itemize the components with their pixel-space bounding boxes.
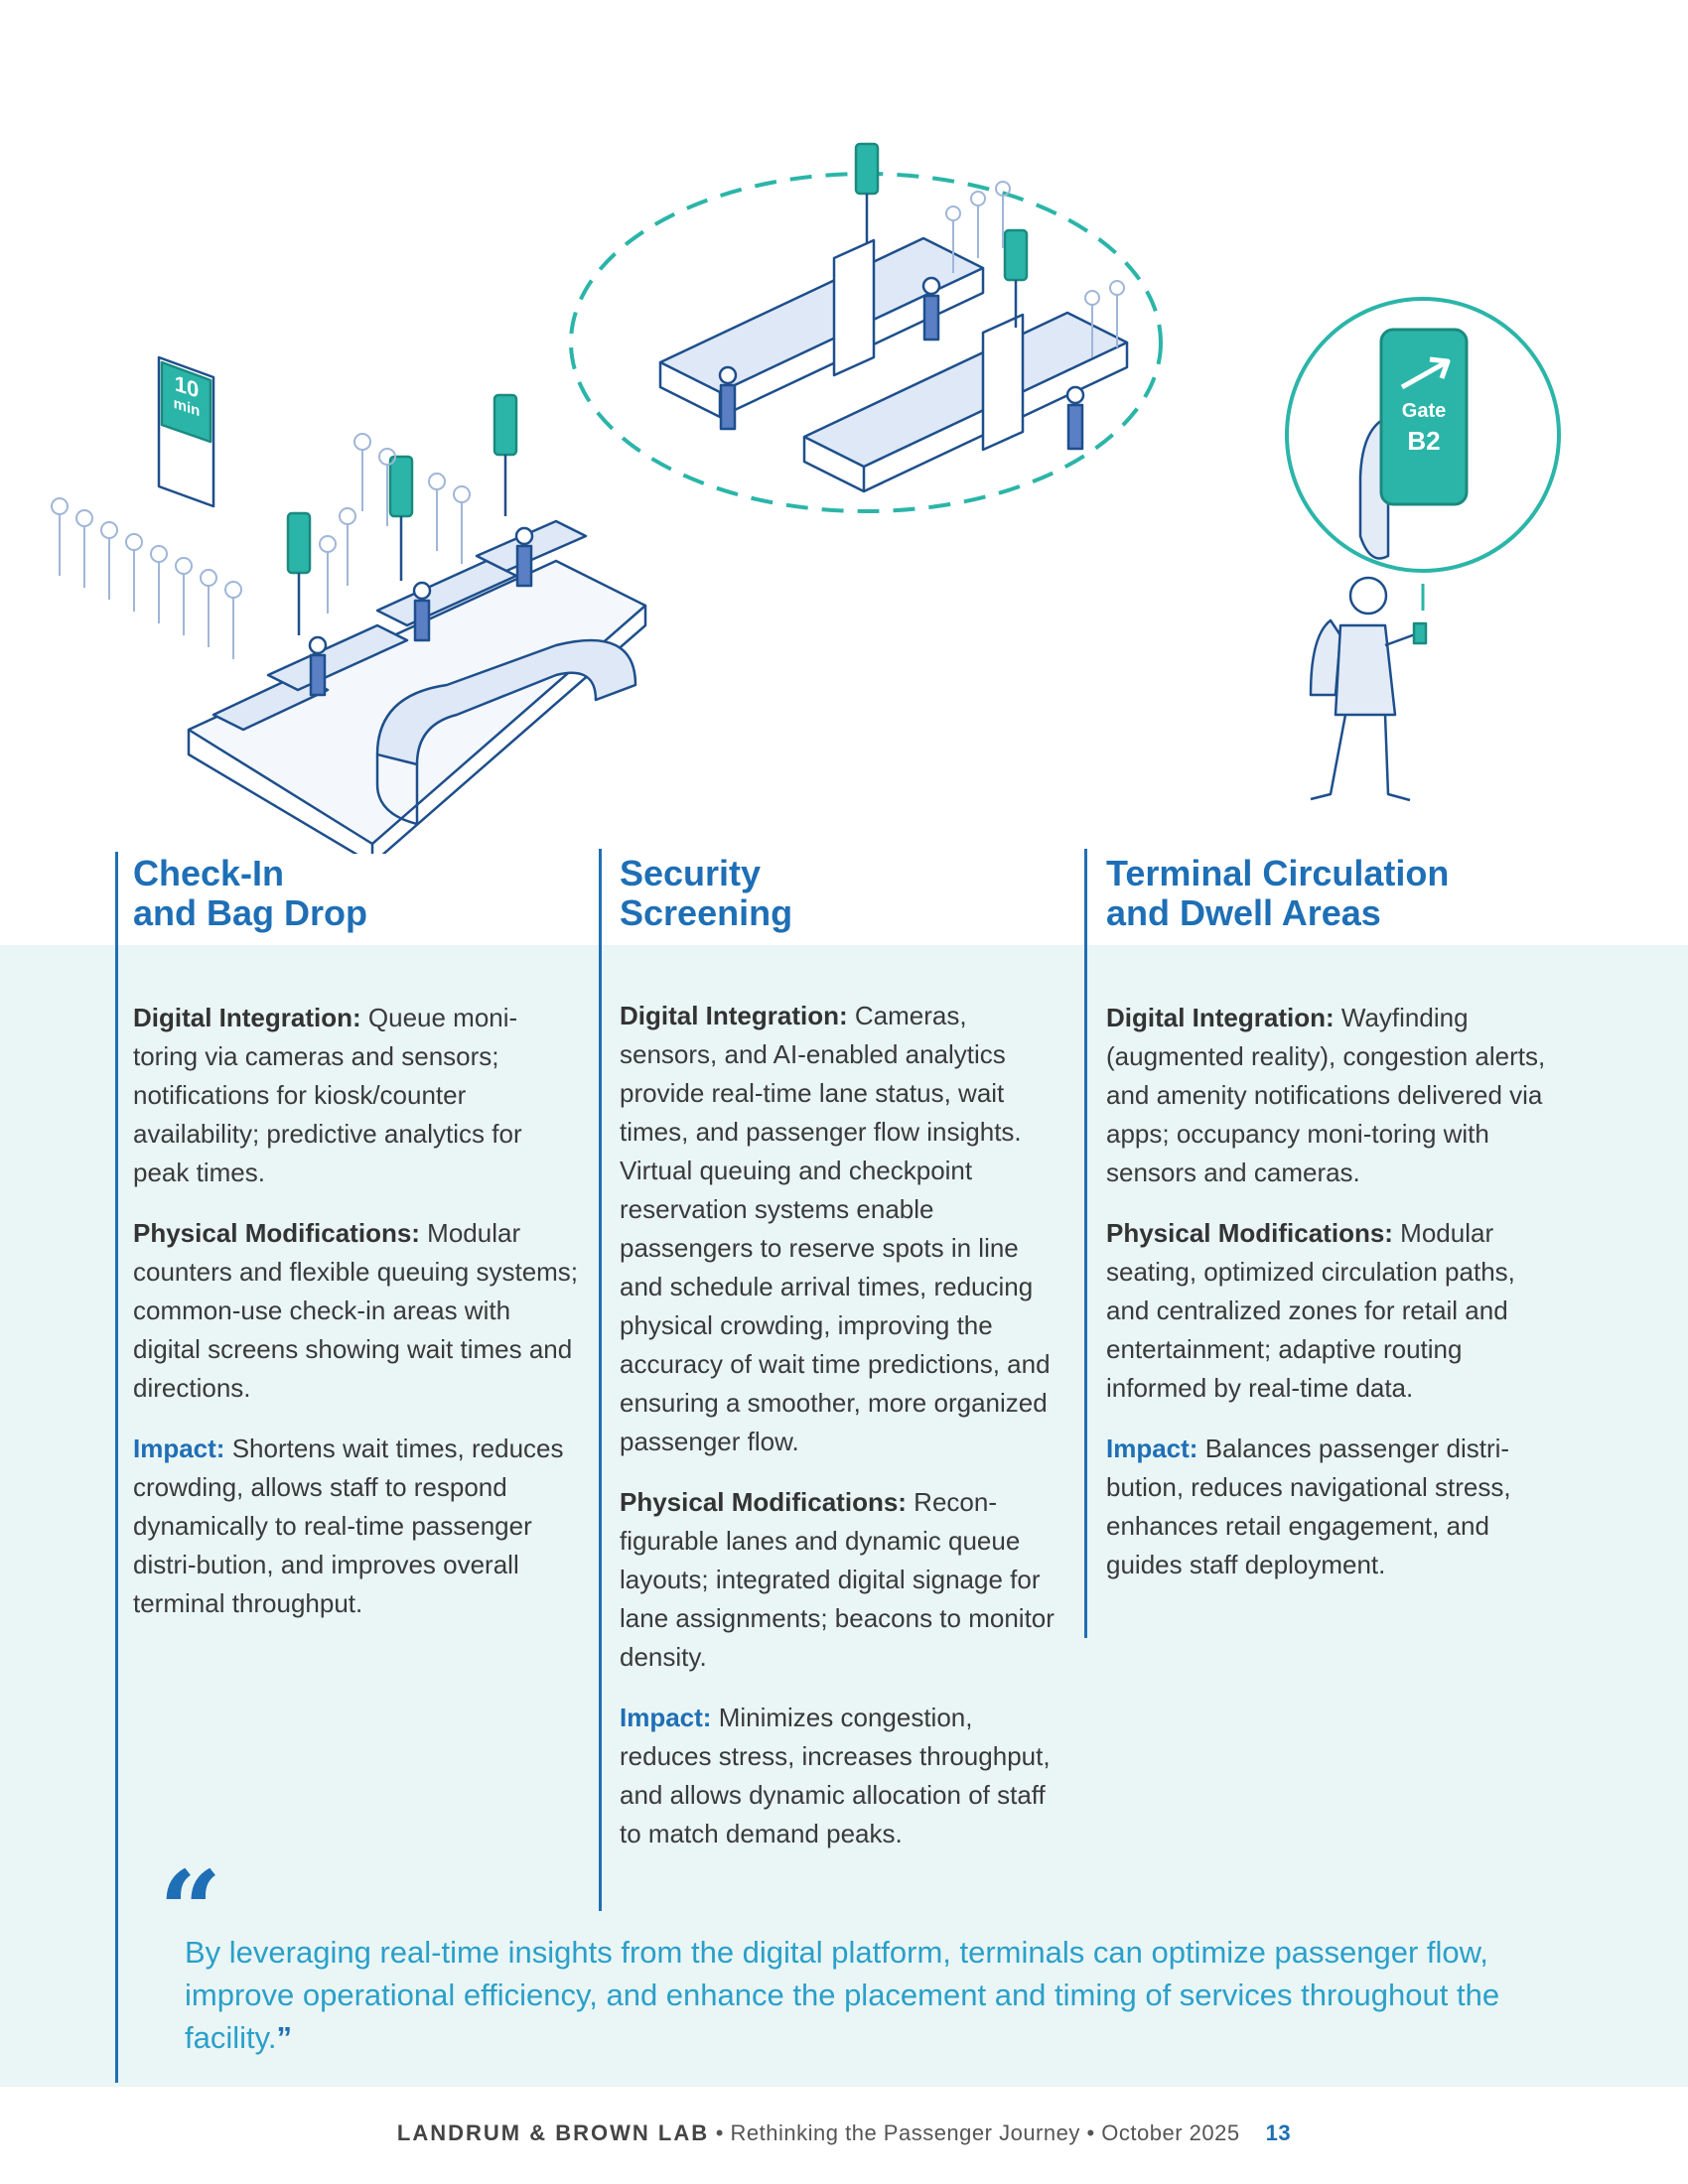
column-body: Digital Integration: Wayfinding (augment… xyxy=(1106,999,1553,1584)
column-title: Check-In and Bag Drop xyxy=(133,854,580,933)
column-check-in: Check-In and Bag Drop Digital Integratio… xyxy=(133,854,580,1645)
column-terminal-circulation: Terminal Circulation and Dwell Areas Dig… xyxy=(1106,854,1553,1606)
digital-integration-paragraph: Digital Integration: Wayfinding (augment… xyxy=(1106,999,1553,1192)
quote-close-mark: ” xyxy=(276,2020,292,2055)
section-label: Digital Integration: xyxy=(620,1001,848,1030)
phone-gate-screen: Gate B2 xyxy=(1381,399,1467,459)
wayfinding-illustration xyxy=(1285,297,1561,802)
section-label: Physical Modifications: xyxy=(133,1218,420,1248)
column-title-line2: and Dwell Areas xyxy=(1106,892,1381,933)
section-text: Recon-figurable lanes and dynamic queue … xyxy=(620,1487,1055,1672)
section-label: Impact: xyxy=(133,1433,225,1463)
pull-quote-text: By leveraging real-time insights from th… xyxy=(185,1935,1500,2055)
physical-modifications-paragraph: Physical Modifications: Modular counters… xyxy=(133,1214,580,1408)
page-footer: LANDRUM & BROWN LAB • Rethinking the Pas… xyxy=(0,2120,1688,2146)
column-title-line2: and Bag Drop xyxy=(133,892,368,933)
section-text: Minimizes congestion, reduces stress, in… xyxy=(620,1703,1051,1848)
column-title-line1: Security xyxy=(620,853,762,893)
physical-modifications-paragraph: Physical Modifications: Modular seating,… xyxy=(1106,1214,1553,1408)
column-security: Security Screening Digital Integration: … xyxy=(620,854,1066,1875)
footer-publication-title: Rethinking the Passenger Journey xyxy=(730,2120,1080,2145)
impact-paragraph: Impact: Shortens wait times, reduces cro… xyxy=(133,1430,580,1623)
column-rule-1 xyxy=(115,852,118,2083)
section-label: Physical Modifications: xyxy=(620,1487,907,1517)
section-text: Balances passenger distri-bution, reduce… xyxy=(1106,1433,1511,1579)
section-label: Digital Integration: xyxy=(1106,1003,1335,1032)
impact-paragraph: Impact: Minimizes congestion, reduces st… xyxy=(620,1699,1066,1853)
section-label: Impact: xyxy=(1106,1433,1198,1463)
section-label: Digital Integration: xyxy=(133,1003,361,1032)
footer-separator: • xyxy=(1079,2120,1102,2145)
column-rule-3 xyxy=(1084,849,1087,1638)
digital-integration-paragraph: Digital Integration: Queue moni-toring v… xyxy=(133,999,580,1192)
physical-modifications-paragraph: Physical Modifications: Recon-figurable … xyxy=(620,1483,1066,1677)
quote-open-mark: “ xyxy=(159,1846,222,1975)
digital-integration-paragraph: Digital Integration: Cameras, sensors, a… xyxy=(620,997,1066,1461)
column-rule-2 xyxy=(599,849,602,1911)
impact-paragraph: Impact: Balances passenger distri-bution… xyxy=(1106,1430,1553,1584)
section-label: Physical Modifications: xyxy=(1106,1218,1393,1248)
page-number: 13 xyxy=(1265,2120,1292,2145)
footer-brand: LANDRUM & BROWN LAB xyxy=(396,2120,710,2145)
section-label: Impact: xyxy=(620,1703,712,1732)
column-body: Digital Integration: Cameras, sensors, a… xyxy=(620,997,1066,1853)
phone-gate-code: B2 xyxy=(1407,426,1441,456)
content-band xyxy=(0,945,1688,2087)
section-text: Shortens wait times, reduces crowding, a… xyxy=(133,1433,564,1618)
column-title-line2: Screening xyxy=(620,892,793,933)
pull-quote: By leveraging real-time insights from th… xyxy=(185,1931,1515,2059)
section-text: Modular seating, optimized circulation p… xyxy=(1106,1218,1515,1403)
column-title-line1: Terminal Circulation xyxy=(1106,853,1450,893)
footer-date: October 2025 xyxy=(1101,2120,1240,2145)
check-in-illustration xyxy=(51,355,647,854)
phone-gate-word: Gate xyxy=(1401,400,1447,422)
section-text: Wayfinding (augmented reality), congesti… xyxy=(1106,1003,1546,1187)
section-text: Queue moni-toring via cameras and sensor… xyxy=(133,1003,522,1187)
column-title: Terminal Circulation and Dwell Areas xyxy=(1106,854,1553,933)
column-title-line1: Check-In xyxy=(133,853,285,893)
column-body: Digital Integration: Queue moni-toring v… xyxy=(133,999,580,1623)
illustration xyxy=(51,142,1561,854)
footer-separator: • xyxy=(709,2120,731,2145)
column-title: Security Screening xyxy=(620,854,1066,933)
section-text: Cameras, sensors, and AI-enabled analyti… xyxy=(620,1001,1051,1456)
security-illustration xyxy=(569,142,1163,513)
section-text: Modular counters and flexible queuing sy… xyxy=(133,1218,579,1403)
